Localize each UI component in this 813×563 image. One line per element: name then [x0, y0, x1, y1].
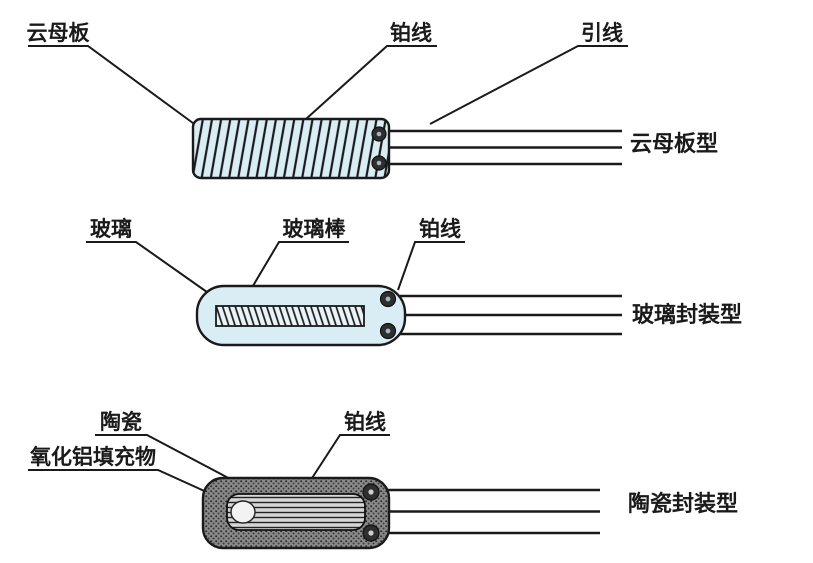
mica-terminal-bottom-center — [376, 160, 382, 166]
ceramic-label: 陶瓷 — [100, 410, 142, 434]
glass-rod-leader-line — [240, 241, 349, 307]
glass-diagram: 玻璃 玻璃棒 铂线 玻璃封装型 — [86, 217, 742, 347]
ceramic-platinum-wire-label: 铂线 — [344, 410, 386, 434]
glass-leader-line — [86, 241, 215, 298]
glass-label: 玻璃 — [90, 217, 132, 241]
ceramic-filler-leader-line — [28, 469, 223, 500]
mica-lead-wire-label: 引线 — [581, 21, 623, 45]
glass-terminal-top-center — [385, 296, 391, 302]
ceramic-terminal-top-center — [368, 489, 374, 495]
glass-inner-rod — [215, 305, 365, 327]
mica-plate-label: 云母板 — [27, 21, 91, 45]
mica-element-body — [191, 117, 391, 180]
mica-diagram: 云母板 铂线 引线 云母板型 — [27, 21, 718, 180]
ceramic-platinum-leader-line — [302, 434, 390, 493]
glass-platinum-leader-line — [397, 241, 465, 291]
ceramic-inner-element — [226, 493, 366, 531]
ceramic-type-label: 陶瓷封装型 — [628, 491, 738, 517]
mica-lead-leader-line — [429, 45, 628, 125]
mica-platinum-leader-line — [305, 45, 437, 120]
mica-type-label: 云母板型 — [630, 132, 718, 157]
mica-terminal-top-center — [376, 131, 382, 137]
ceramic-diagram: 陶瓷 铂线 氧化铝填充物 陶瓷封装型 — [28, 410, 738, 550]
glass-type-label: 玻璃封装型 — [632, 302, 742, 328]
glass-rod-label: 玻璃棒 — [283, 217, 347, 241]
glass-platinum-wire-label: 铂线 — [419, 217, 461, 241]
ceramic-inner-end-cap — [230, 500, 256, 524]
mica-platinum-wire-label: 铂线 — [390, 21, 432, 45]
mica-plate-leader-line — [28, 45, 198, 127]
glass-terminal-bottom-center — [385, 328, 391, 334]
ceramic-terminal-bottom-center — [368, 530, 374, 536]
ceramic-filler-label: 氧化铝填充物 — [30, 445, 156, 469]
ceramic-leader-line — [95, 434, 237, 483]
